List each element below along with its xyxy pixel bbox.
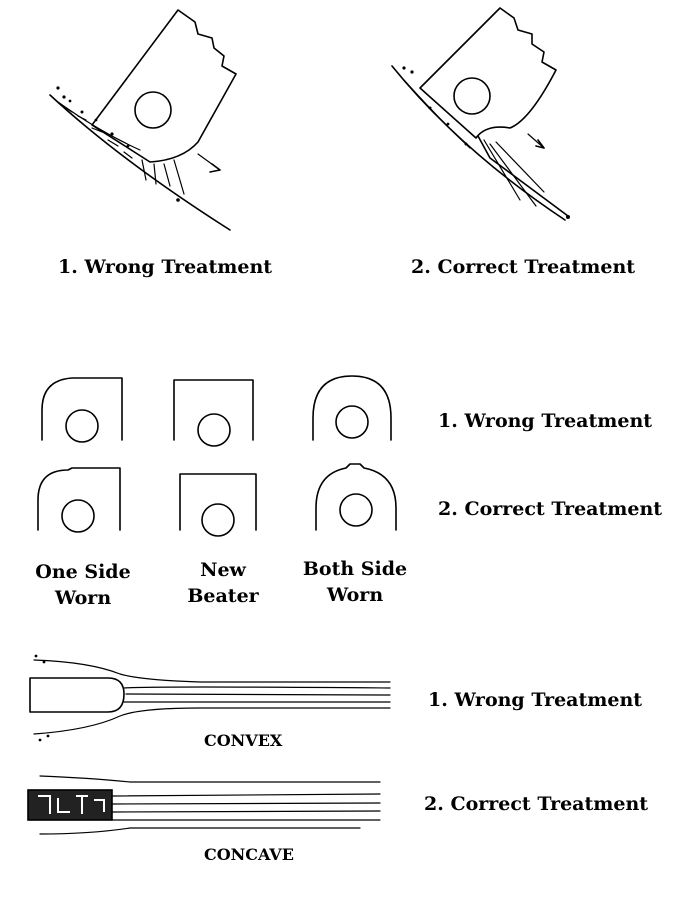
convex-bar-figure (29, 654, 391, 742)
beater-correct-top-figure (391, 7, 570, 221)
new-beater-line2: Beater (187, 584, 259, 607)
correct-treatment-label-bottom: 2. Correct Treatment (424, 793, 649, 815)
one-side-worn-line1: One Side (35, 561, 131, 583)
wrong-treatment-label-bottom: 1. Wrong Treatment (428, 689, 643, 711)
wrong-treatment-label-top: 1. Wrong Treatment (58, 256, 273, 278)
one-side-worn-caption: One Side Worn (20, 560, 146, 611)
wrong-treatment-label-middle: 1. Wrong Treatment (438, 410, 653, 432)
beater-wrong-top-figure (49, 9, 237, 231)
both-side-worn-line2: Worn (326, 583, 384, 606)
new-beater-line1: New (200, 559, 246, 581)
both-side-worn-caption: Both Side Worn (292, 557, 418, 608)
beater-profiles-correct-row (37, 463, 397, 537)
convex-caption: CONVEX (204, 731, 283, 750)
both-side-worn-line1: Both Side (302, 558, 408, 580)
concave-caption: CONCAVE (204, 845, 294, 864)
correct-treatment-label-middle: 2. Correct Treatment (438, 498, 663, 520)
new-beater-caption: New Beater (160, 558, 286, 609)
concave-bar-figure (27, 775, 381, 835)
beater-profiles-wrong-row (41, 375, 392, 447)
correct-treatment-label-top: 2. Correct Treatment (411, 256, 636, 278)
one-side-worn-line2: Worn (54, 586, 112, 609)
